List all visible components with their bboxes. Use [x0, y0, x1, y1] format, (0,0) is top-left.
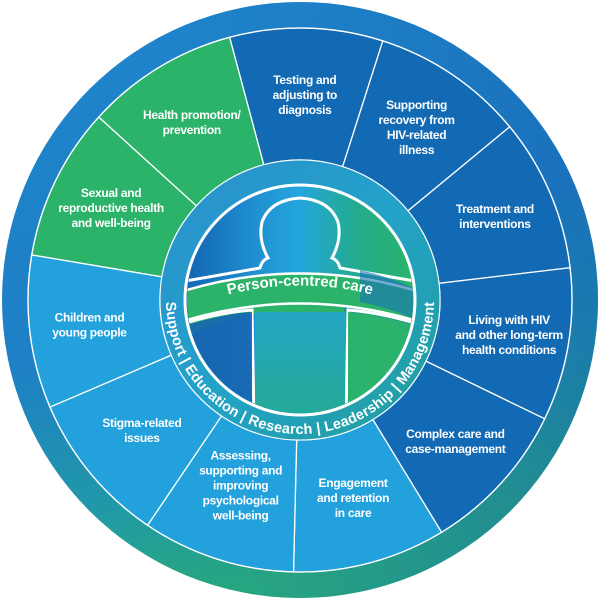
segment-label-line: reproductive health: [58, 201, 164, 215]
segment-label-health-promotion: Health promotion/prevention: [143, 108, 242, 137]
segment-label-line: adjusting to: [273, 88, 337, 102]
person-torso-fill: [255, 312, 345, 413]
segment-label-line: improving: [213, 479, 268, 493]
segment-label-line: health conditions: [462, 343, 557, 357]
segment-label-line: prevention: [163, 123, 221, 137]
pcc-band-right-shade: [360, 270, 413, 322]
segment-label-line: Living with HIV: [468, 313, 550, 327]
person-figure: Person-centred care: [187, 196, 413, 413]
person-torso: [187, 308, 413, 413]
segment-label-line: diagnosis: [278, 103, 332, 117]
segment-label-line: Stigma-related: [102, 416, 181, 430]
segment-label-line: Children and: [55, 311, 125, 325]
segments-outer-border: [27, 27, 573, 573]
segment-label-line: recovery from: [379, 113, 455, 127]
segment-label-line: and retention: [317, 491, 389, 505]
segment-label-line: Sexual and: [81, 186, 141, 200]
segment-label-line: Treatment and: [456, 202, 534, 216]
segment-label-line: psychological: [203, 494, 279, 508]
segment-label-line: case-management: [405, 442, 506, 456]
segment-label-line: well-being: [212, 509, 269, 523]
segment-label-line: Engagement: [319, 476, 388, 490]
segment-label-line: HIV-related: [387, 128, 446, 142]
segment-label-line: Assessing,: [210, 449, 270, 463]
segment-label-line: interventions: [459, 217, 531, 231]
segment-label-line: young people: [52, 326, 127, 340]
segment-label-line: Complex care and: [406, 427, 505, 441]
segment-label-line: illness: [399, 143, 435, 157]
segment-group: [27, 27, 573, 573]
segment-label-line: and other long-term: [455, 328, 563, 342]
segment-label-line: supporting and: [199, 464, 282, 478]
hub-ring-border: [159, 159, 441, 441]
segment-label-line: issues: [124, 431, 160, 445]
segment-label-line: Health promotion/: [143, 108, 242, 122]
segment-label-line: Testing and: [273, 73, 336, 87]
segment-label-line: and well-being: [72, 216, 151, 230]
segment-label-line: Supporting: [386, 98, 447, 112]
segment-label-line: in care: [335, 506, 372, 520]
